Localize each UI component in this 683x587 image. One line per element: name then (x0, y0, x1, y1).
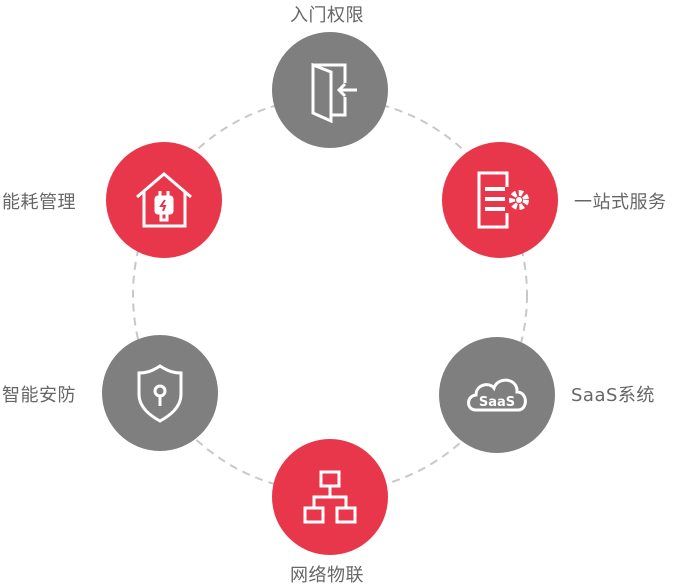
network-icon (303, 470, 357, 524)
house-plug-icon (136, 172, 192, 228)
saas-icon-text: SaaS (479, 395, 515, 410)
door-enter-icon (311, 62, 357, 124)
shield-lock-icon (137, 364, 183, 423)
document-gear-icon (477, 171, 529, 229)
node-security[interactable] (102, 335, 218, 451)
saas-cloud-icon: SaaS (467, 378, 527, 412)
label-security: 智能安防 (2, 385, 76, 406)
node-saas[interactable]: SaaS (439, 337, 555, 453)
label-energy-management: 能耗管理 (2, 192, 76, 213)
node-iot-network[interactable] (272, 439, 388, 555)
label-saas: SaaS系统 (571, 385, 655, 406)
node-energy-management[interactable] (106, 142, 222, 258)
node-one-stop-service[interactable] (442, 142, 558, 258)
label-one-stop-service: 一站式服务 (574, 192, 667, 213)
node-access-control[interactable] (272, 32, 388, 148)
label-iot-network: 网络物联 (290, 565, 364, 586)
label-access-control: 入门权限 (290, 5, 364, 26)
